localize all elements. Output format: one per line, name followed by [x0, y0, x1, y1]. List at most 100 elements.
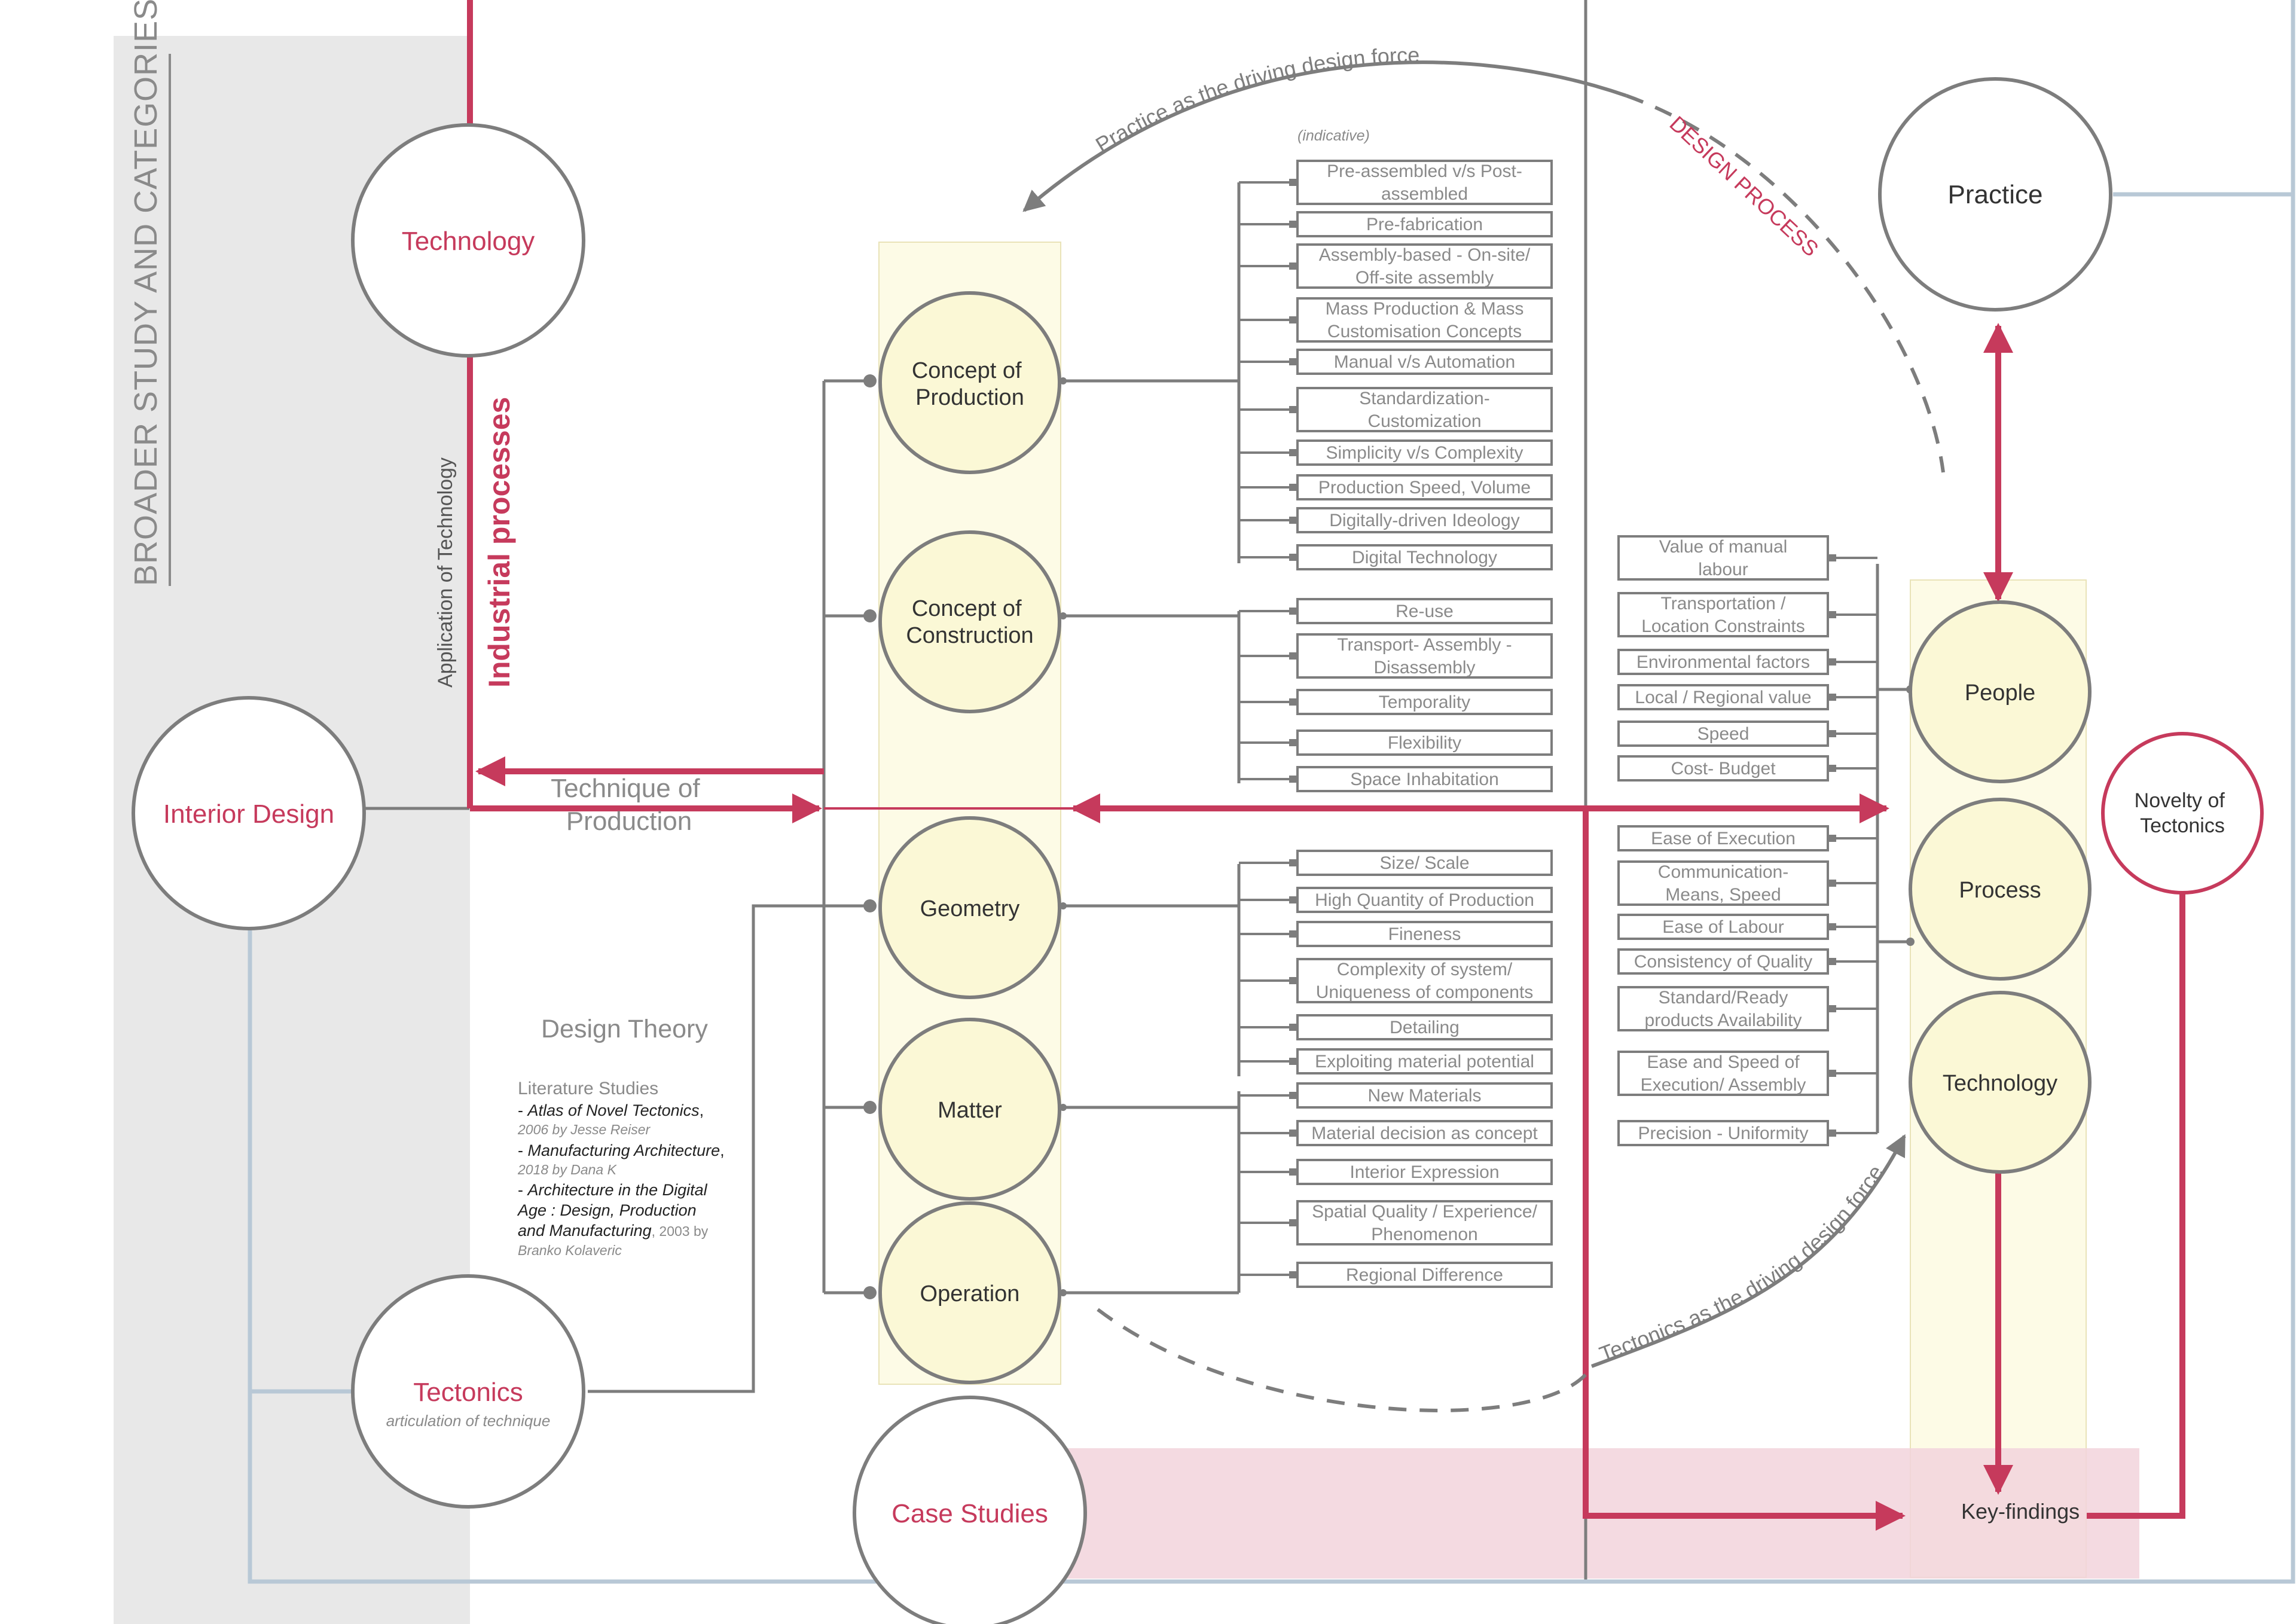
case-studies-node-label: Case Studies — [891, 1499, 1048, 1528]
literature-item-1-meta: 2006 by Jesse Reiser — [517, 1122, 651, 1137]
criteria-label: Cost- Budget — [1671, 759, 1776, 779]
design-theory-title: Design Theory — [541, 1015, 708, 1043]
top-arc-dashed — [1625, 94, 1945, 473]
technology-right-node[interactable]: Technology — [1909, 991, 2092, 1174]
criteria-item: Spatial Quality / Experience/Phenomenon — [1239, 1200, 1553, 1246]
criteria-box — [1296, 1262, 1553, 1288]
bottom-arc-label: Tectonics as the driving design force — [1596, 1161, 1888, 1366]
criteria-connector-dot — [1289, 1092, 1296, 1099]
tectonics-to-geometry — [588, 904, 824, 1393]
criteria-box — [1296, 958, 1553, 1003]
criteria-connector-dot — [1289, 776, 1296, 783]
criteria-label: Simplicity v/s Complexity — [1326, 443, 1523, 463]
literature-item-3-meta: Branko Kolaveric — [518, 1243, 622, 1258]
practice-node[interactable]: Practice — [1878, 77, 2112, 312]
application-of-technology-label: Application of Technology — [434, 457, 457, 688]
criteria-connector-dot — [1289, 652, 1296, 660]
criteria-item: Regional Difference — [1239, 1262, 1553, 1288]
case-studies-node[interactable]: Case Studies — [853, 1396, 1087, 1624]
criteria-box — [1617, 592, 1829, 637]
criteria-connector-dot — [1289, 608, 1296, 615]
criteria-connector-dot — [1829, 1070, 1836, 1077]
criteria-connector-dot — [1289, 221, 1296, 228]
practice-node-label: Practice — [1948, 180, 2043, 209]
node-port — [1906, 938, 1915, 946]
process-node[interactable]: Process — [1909, 798, 2092, 981]
literature-item-2: - Manufacturing Architecture, — [518, 1141, 725, 1159]
criteria-box — [1617, 755, 1829, 782]
criteria-connector-dot — [1829, 835, 1836, 842]
node-port — [1060, 612, 1067, 619]
tectonics-node-label: Tectonics — [413, 1378, 523, 1407]
criteria-box — [1296, 349, 1553, 375]
spine-dot — [863, 899, 877, 912]
framework-outer-line — [248, 0, 2295, 1584]
indicative-label: (indicative) — [1297, 127, 1370, 144]
center-node-label: Geometry — [920, 896, 1020, 921]
criteria-item: Transportation /Location Constraints — [1617, 592, 1877, 637]
center-node-label: Operation — [920, 1281, 1020, 1306]
red-flow-lines — [467, 0, 2185, 1531]
tectonics-node-sublabel: articulation of technique — [386, 1412, 551, 1430]
key-findings-label[interactable]: Key-findings — [1961, 1499, 2080, 1524]
criteria-connector-dot — [1829, 730, 1836, 737]
center-node-geometry[interactable]: Geometry — [878, 816, 1061, 999]
center-node-concept-of-construction[interactable]: Concept of Construction — [878, 530, 1061, 713]
criteria-item: High Quantity of Production — [1239, 887, 1553, 913]
center-node-matter[interactable]: Matter — [878, 1018, 1061, 1201]
spine-dot — [863, 374, 877, 387]
criteria-item: Re-use — [1239, 598, 1553, 624]
criteria-item: Communication-Means, Speed — [1617, 860, 1877, 906]
criteria-box — [1296, 243, 1553, 289]
novelty-of-tectonics-node[interactable]: Novelty of Tectonics — [2101, 732, 2264, 895]
criteria-item: Material decision as concept — [1239, 1120, 1553, 1146]
criteria-label: Interior Expression — [1349, 1162, 1499, 1182]
criteria-label: Pre-fabrication — [1366, 215, 1483, 234]
top-arc — [1022, 60, 1627, 212]
criteria-item: Assembly-based - On-site/Off-site assemb… — [1239, 243, 1553, 289]
literature-studies-title: Literature Studies — [518, 1079, 658, 1098]
criteria-box — [1617, 825, 1829, 851]
novelty-node-label: Novelty of Tectonics — [2135, 789, 2231, 837]
technology-node-label: Technology — [402, 227, 535, 256]
criteria-connector-dot — [1289, 554, 1296, 561]
criteria-item: Consistency of Quality — [1617, 948, 1877, 975]
criteria-connector-dot — [1829, 1130, 1836, 1137]
criteria-label: Material decision as concept — [1311, 1124, 1538, 1143]
criteria-label: Regional Difference — [1346, 1265, 1503, 1285]
criteria-connector-dot — [1829, 880, 1836, 887]
criteria-box — [1296, 850, 1553, 876]
technology-node[interactable]: Technology — [351, 123, 585, 358]
tectonics-node[interactable]: Tectonics articulation of technique — [351, 1274, 585, 1509]
criteria-box — [1617, 1120, 1829, 1146]
spine-dot — [863, 609, 877, 622]
spine-dot — [863, 1286, 877, 1299]
criteria-box — [1617, 860, 1829, 906]
criteria-label: Spatial Quality / Experience/Phenomenon — [1312, 1202, 1538, 1244]
criteria-box — [1617, 986, 1829, 1031]
criteria-box — [1617, 914, 1829, 940]
people-node[interactable]: People — [1909, 600, 2092, 783]
criteria-connector-dot — [1829, 611, 1836, 618]
criteria-connector-dot — [1829, 554, 1836, 561]
criteria-box — [1296, 1159, 1553, 1185]
center-node-label: Matter — [938, 1098, 1002, 1123]
criteria-box — [1296, 507, 1553, 533]
criteria-box — [1296, 211, 1553, 237]
criteria-label: New Materials — [1367, 1086, 1481, 1106]
criteria-label: Digitally-driven Ideology — [1329, 511, 1520, 530]
criteria-box — [1617, 721, 1829, 747]
center-node-concept-of-production[interactable]: Concept of Production — [878, 291, 1061, 474]
people-node-label: People — [1965, 680, 2035, 706]
interior-design-node[interactable]: Interior Design — [132, 696, 366, 930]
criteria-label: Temporality — [1379, 692, 1470, 712]
criteria-box — [1296, 887, 1553, 913]
criteria-label: Space Inhabitation — [1350, 770, 1499, 789]
criteria-connector-dot — [1289, 1024, 1296, 1031]
center-node-operation[interactable]: Operation — [878, 1201, 1061, 1384]
criteria-box — [1296, 633, 1553, 679]
interior-design-node-label: Interior Design — [163, 799, 334, 829]
